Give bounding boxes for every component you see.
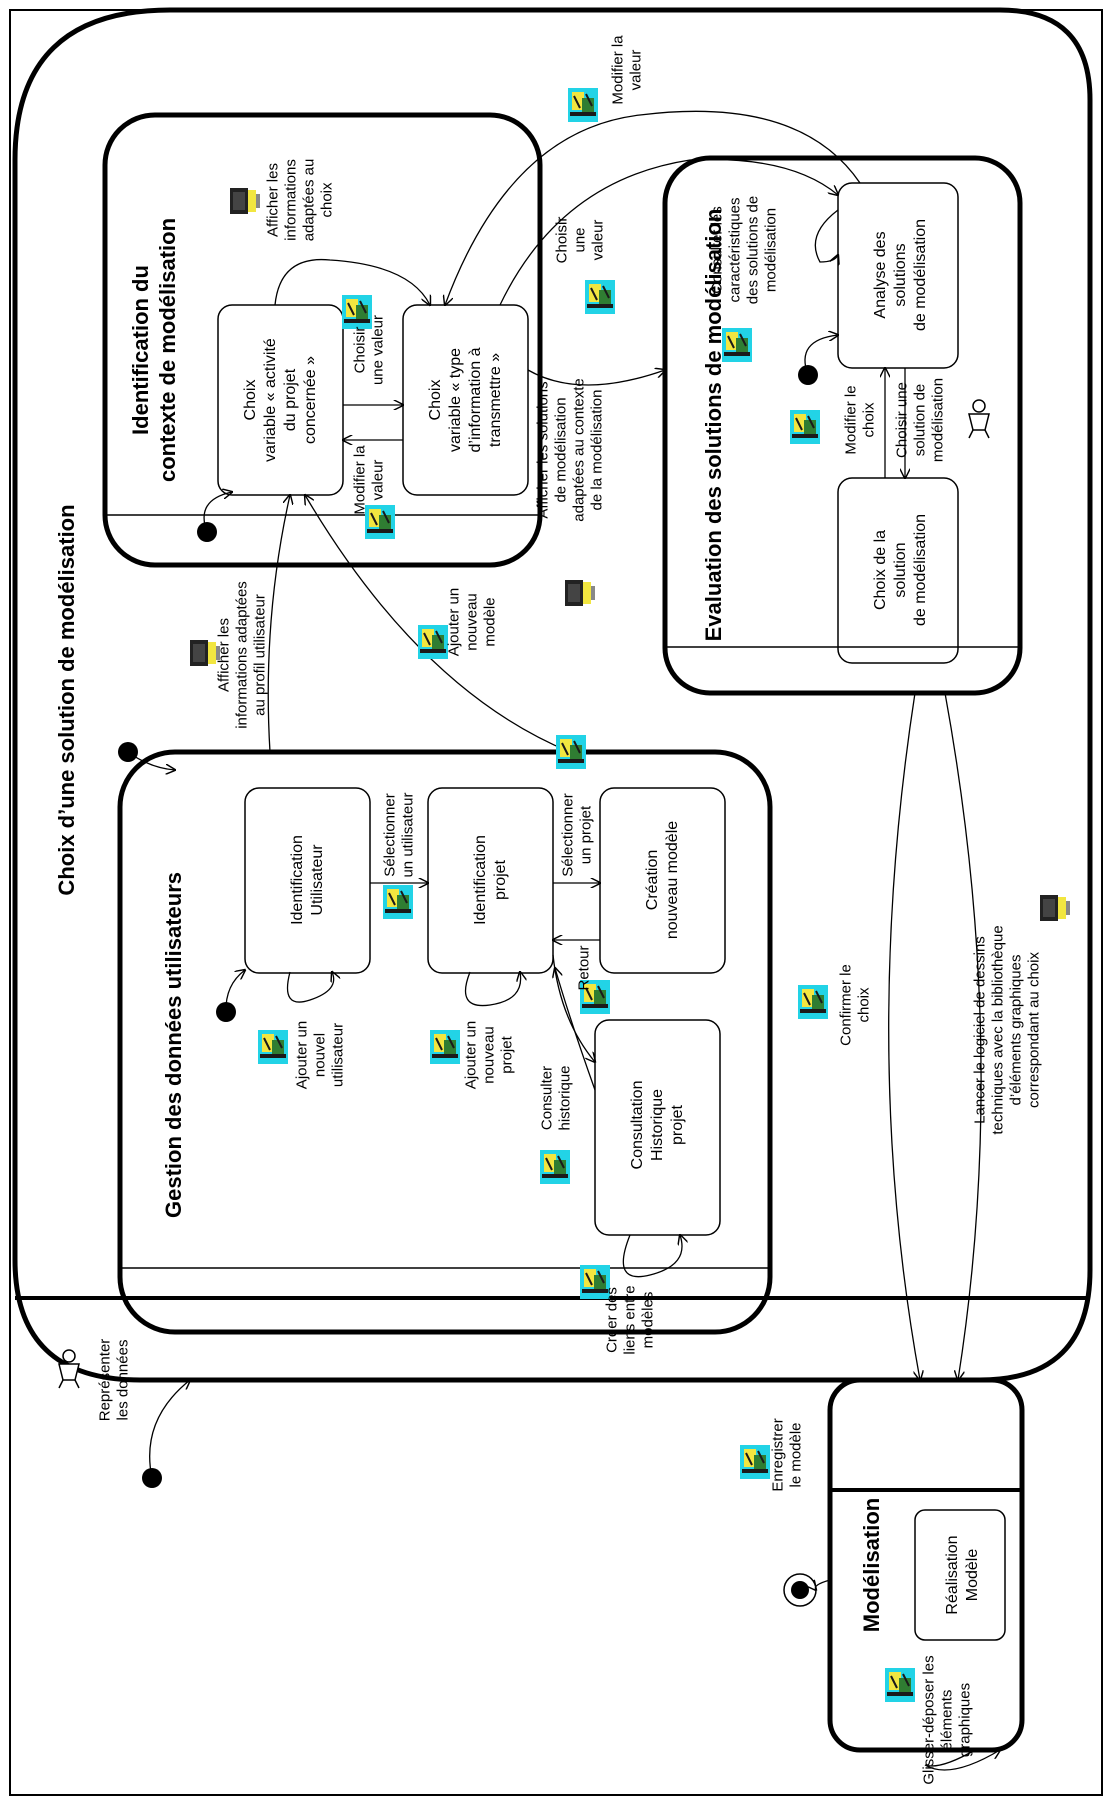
user-action-icon [257,1029,289,1065]
edge-enregistrer [815,1579,831,1590]
gestion-title: Gestion des données utilisateurs [161,872,186,1218]
edge-ajouter-utilisateur [286,972,334,1003]
edge-glisser [924,1750,1000,1771]
user-action-icon [584,279,616,315]
label-ajouter-modele: Ajouter unnouveaumodèle [445,588,498,656]
actor-icon [968,399,990,439]
user-action-icon [539,1149,571,1185]
label-selectionner-utilisateur: Sélectionnerun utilisateur [381,792,416,877]
label-choisir-une-valeur: Choisirunevaleur [553,217,606,264]
computer-icon [230,188,260,214]
state-consultation [594,1019,721,1236]
computer-icon [565,580,595,606]
label-consulter-historique: Consulterhistorique [538,1065,573,1130]
edge-lancer-logiciel [944,692,982,1380]
final-node-core [791,1581,809,1599]
contexte-superstate [102,112,543,568]
label-selectionner-projet: Sélectionnerun projet [559,793,594,876]
user-action-icon [567,87,599,123]
user-action-icon [555,734,587,770]
edge-modifier-valeur-top [445,110,861,305]
label-glisser: Glisser-déposer lesélémentsgraphiques [920,1655,973,1784]
label-afficher-profil: Afficher lesinformations adaptéesau prof… [215,581,268,729]
edge-creer-liens [622,1235,682,1278]
user-action-icon [739,1444,771,1480]
gestion-superstate [117,749,773,1335]
label-choisir-valeur: Choisirune valeur [351,315,386,385]
evaluation-superstate [662,155,1023,696]
state-choix-activite [217,304,344,496]
contexte-title: Identification ducontexte de modélisatio… [128,218,180,482]
edge-retour-consultation [555,968,596,1091]
user-action-icon [721,327,753,363]
outer-title: Choix d’une solution de modélisation [54,504,79,895]
edge-choisir-une-valeur [499,158,838,306]
state-realisation-modele [914,1509,1006,1641]
edge-afficher-profil [267,495,290,753]
user-action-icon [429,1029,461,1065]
user-action-icon [364,504,396,540]
label-ajouter-utilisateur: Ajouter unnouvelutilisateur [293,1021,346,1089]
user-action-icon [382,884,414,920]
edge-afficher-solutions [527,370,665,386]
edge-initial-utilisateur [225,970,245,1013]
label-afficher-infos-choix: Afficher lesinformationsadaptées auchoix [264,159,335,242]
edge-initial-evaluation [804,335,838,376]
edge-ajouter-modele [305,495,571,753]
user-action-icon [789,409,821,445]
edge-ajouter-projet [464,972,521,1007]
computer-icon [1040,895,1070,921]
label-modifier-valeur: Modifier lavaleur [351,445,386,515]
label-enregistrer: Enregistrerle modèle [769,1418,804,1491]
user-action-icon [884,1667,916,1703]
label-confirmer: Confirmer lechoix [837,964,872,1046]
state-analyse [837,182,959,369]
label-lancer-logiciel: Lancer le logiciel de dessinstechniques … [971,925,1042,1134]
actor-icon [58,1349,80,1389]
edge-confirmer [888,692,920,1380]
modelisation-superstate [827,1377,1025,1753]
state-choix-type [402,304,529,496]
state-identification-utilisateur [244,787,371,974]
label-choisir-solution: Choisir unesolution demodélisation [893,378,946,462]
state-choix-solution [837,477,959,664]
label-modifier-choix: Modifier lechoix [842,385,877,454]
label-afficher-solutions: Afficher les solutionsde modélisationada… [534,378,605,521]
edge-initial-gestion [127,751,175,770]
user-action-icon [797,984,829,1020]
edge-representer [149,1380,190,1479]
edge-initial-contexte [203,492,232,533]
user-action-icon [341,294,373,330]
evaluation-title: Evaluation des solutions de modélisation [701,209,726,642]
state-identification-projet [427,787,554,974]
label-consulter-caracteristiques: Consulter lescaractéristiquesdes solutio… [708,196,779,304]
label-ajouter-projet: Ajouter unnouveauprojet [462,1021,515,1089]
label-retour: Retour [575,945,592,990]
edge-afficher-infos-choix [274,258,430,305]
state-creation-modele [599,787,726,974]
outer-superstate [12,7,1093,1383]
label-modifier-valeur-top: Modifier lavaleur [609,35,644,105]
edge-consulter-caracteristiques [814,209,838,262]
modelisation-title: Modélisation [859,1498,884,1632]
label-representer: Représenterles données [96,1339,131,1422]
user-action-icon [417,624,449,660]
label-creer-liens: Créer desliens entremodèles [603,1285,656,1354]
